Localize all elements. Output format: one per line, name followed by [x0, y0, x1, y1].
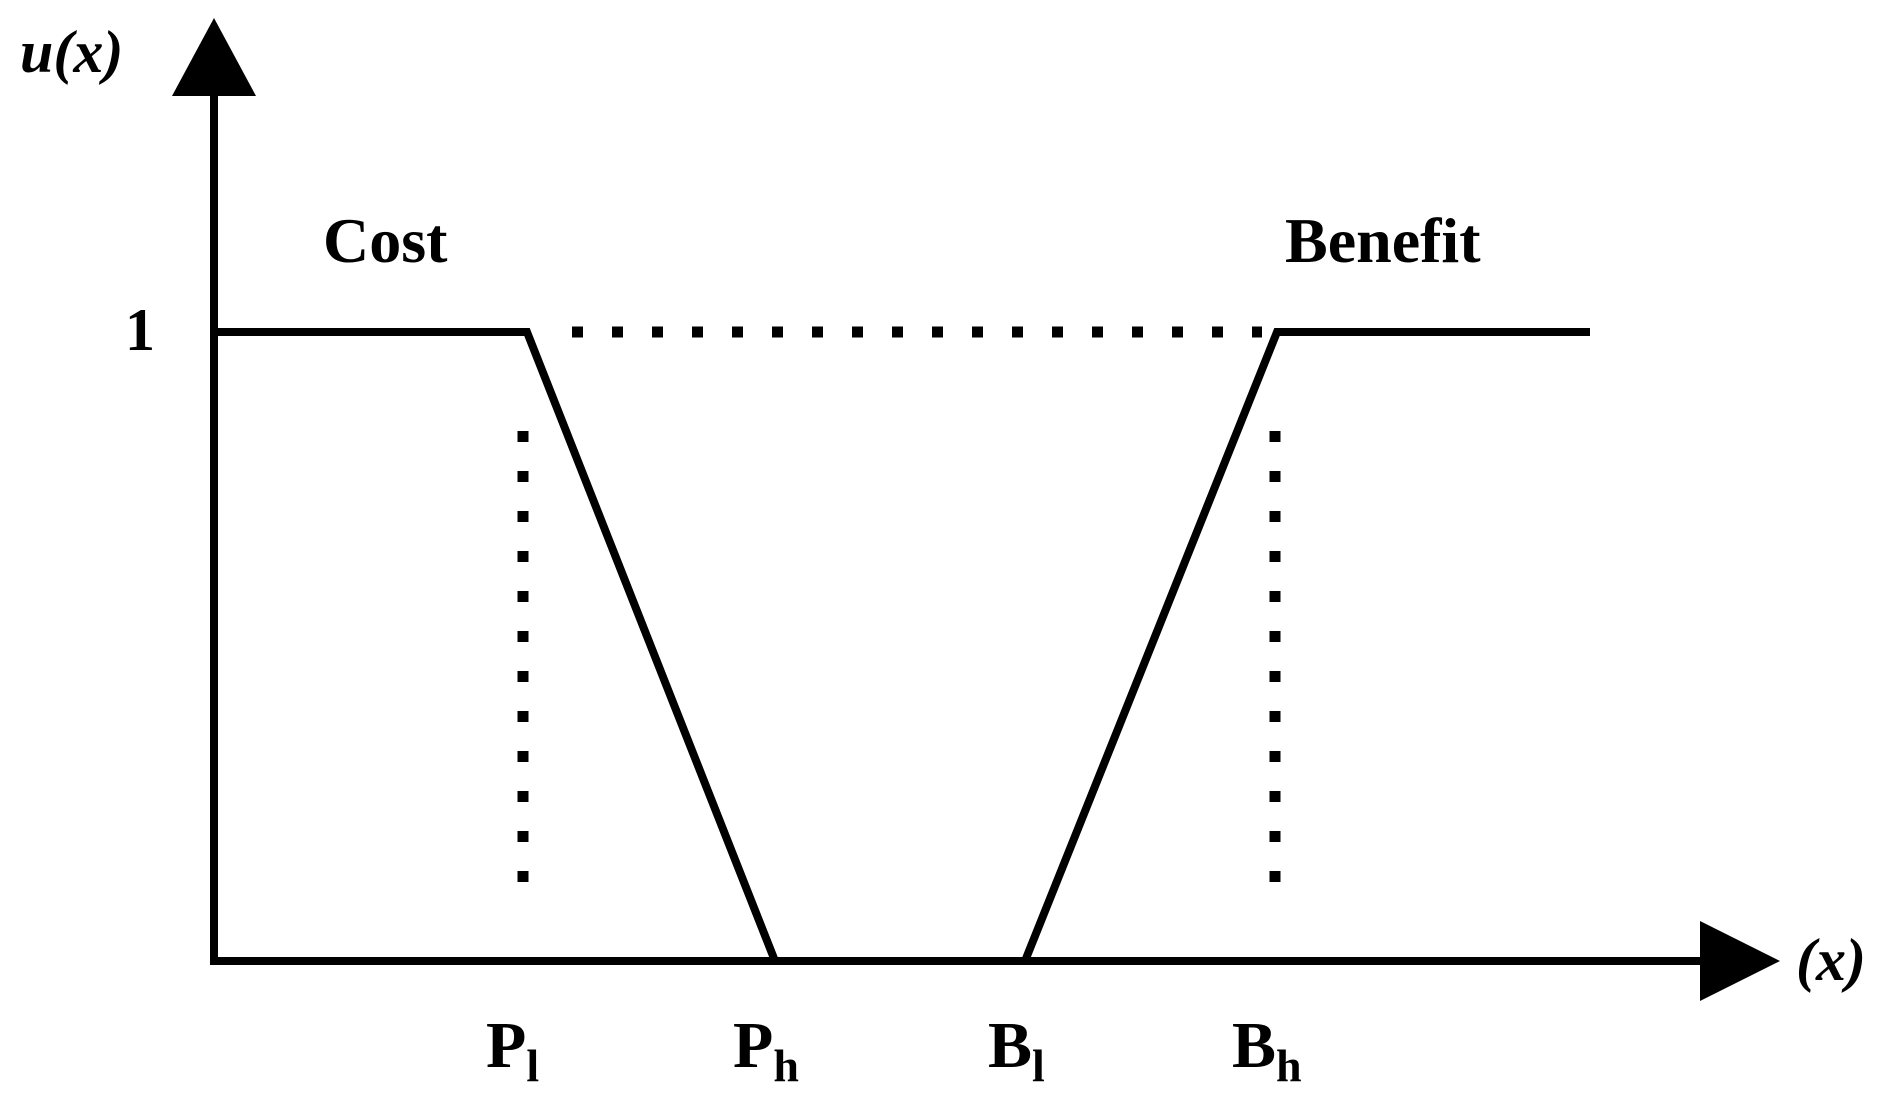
- point-label-bl: Bl: [988, 1009, 1045, 1091]
- point-label-bh: Bh: [1232, 1009, 1302, 1091]
- y-axis-arrowhead: [172, 18, 256, 96]
- cost-curve: [214, 328, 779, 963]
- y-axis-label: u(x): [20, 19, 123, 85]
- benefit-label: Benefit: [1285, 205, 1481, 276]
- x-axis-arrowhead: [1700, 921, 1780, 1001]
- x-axis-label: (x): [1796, 927, 1866, 993]
- y-tick-label: 1: [125, 297, 155, 363]
- axes: [172, 18, 1780, 1001]
- point-label-pl: Pl: [486, 1009, 539, 1091]
- benefit-curve: [1021, 328, 1590, 963]
- cost-label: Cost: [323, 205, 448, 276]
- point-label-ph: Ph: [733, 1009, 799, 1091]
